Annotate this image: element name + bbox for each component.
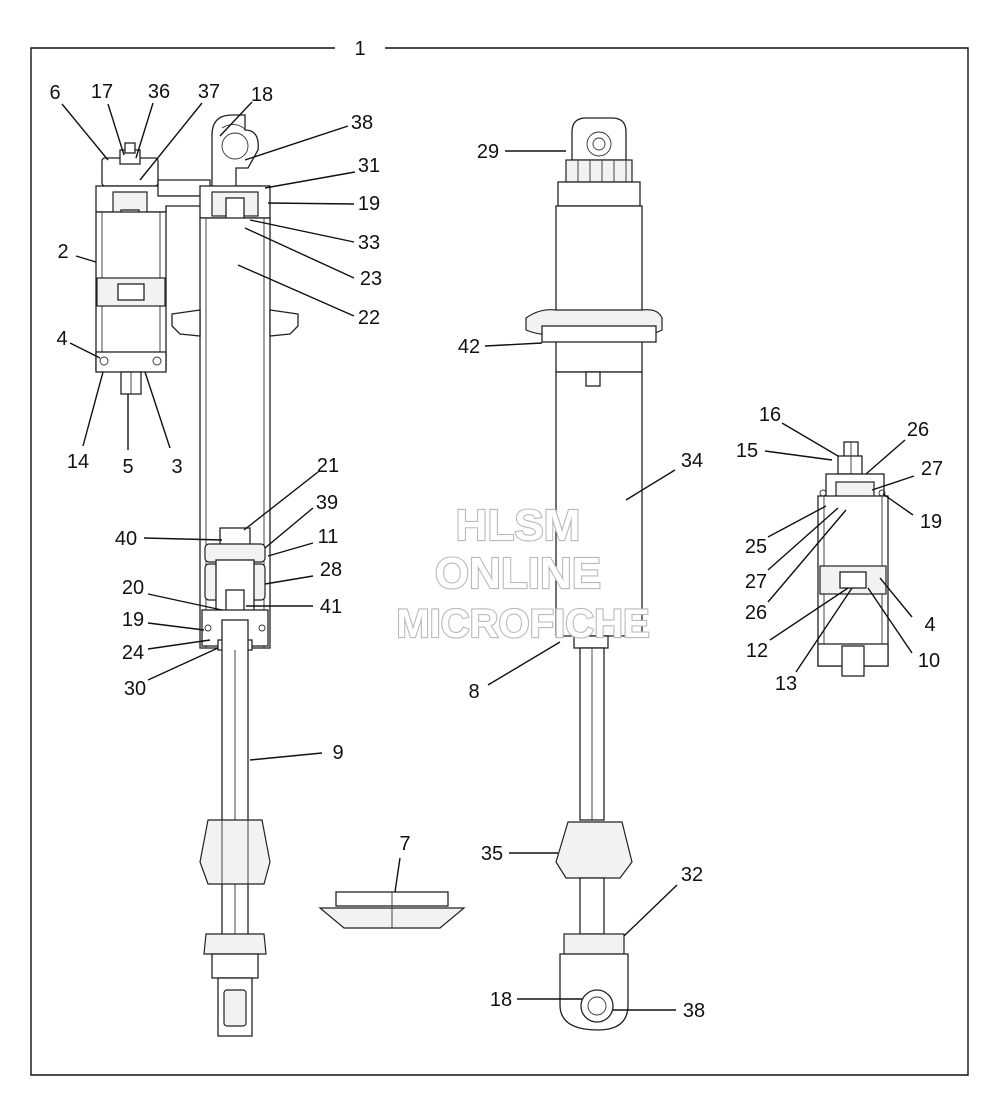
callout-12: 12 <box>746 640 768 662</box>
assembly-number-label: 1 <box>354 38 365 60</box>
callout-38-b: 38 <box>683 1000 705 1022</box>
callout-20: 20 <box>122 577 144 599</box>
callout-24: 24 <box>122 642 144 664</box>
callout-4: 4 <box>56 328 67 350</box>
callout-34: 34 <box>681 450 703 472</box>
callout-19-b: 19 <box>122 609 144 631</box>
callout-26: 26 <box>907 419 929 441</box>
callout-30: 30 <box>124 678 146 700</box>
callout-42: 42 <box>458 336 480 358</box>
callout-25: 25 <box>745 536 767 558</box>
callout-36: 36 <box>148 81 170 103</box>
callout-6: 6 <box>49 82 60 104</box>
callout-3: 3 <box>171 456 182 478</box>
callout-7: 7 <box>399 833 410 855</box>
callout-15: 15 <box>736 440 758 462</box>
callout-11: 11 <box>318 526 339 548</box>
watermark-line-2: ONLINE <box>435 549 601 598</box>
callout-35: 35 <box>481 843 503 865</box>
callout-17: 17 <box>91 81 113 103</box>
callout-21: 21 <box>317 455 339 477</box>
callout-labels: 6 17 36 37 18 38 31 19 33 23 22 2 4 14 5… <box>49 81 943 1022</box>
callout-19: 19 <box>358 193 380 215</box>
leader-lines <box>61 101 915 1011</box>
callout-19-c: 19 <box>920 511 942 533</box>
callout-9: 9 <box>332 742 343 764</box>
callout-31: 31 <box>358 155 380 177</box>
callout-5: 5 <box>122 456 133 478</box>
callout-10: 10 <box>918 650 940 672</box>
callout-39: 39 <box>316 492 338 514</box>
callout-28: 28 <box>320 559 342 581</box>
callout-18: 18 <box>251 84 273 106</box>
callout-23: 23 <box>360 268 382 290</box>
callout-38: 38 <box>351 112 373 134</box>
watermark: HLSM ONLINE MICROFICHE <box>395 500 651 647</box>
callout-4-b: 4 <box>924 614 935 636</box>
callout-8: 8 <box>468 681 479 703</box>
callout-18-b: 18 <box>490 989 512 1011</box>
callout-13: 13 <box>775 673 797 695</box>
callout-41: 41 <box>320 596 342 618</box>
callout-33: 33 <box>358 232 380 254</box>
reservoir-detail-drawing <box>817 441 889 677</box>
spring-seat-part-7 <box>318 891 466 929</box>
sectioned-shock-drawing <box>95 114 299 1037</box>
callout-29: 29 <box>477 141 499 163</box>
callout-37: 37 <box>198 81 220 103</box>
assembly-frame: 1 <box>30 38 969 1076</box>
callout-22: 22 <box>358 307 380 329</box>
callout-27: 27 <box>921 458 943 480</box>
callout-26-b: 26 <box>745 602 767 624</box>
callout-2: 2 <box>57 241 68 263</box>
watermark-line-3: MICROFICHE <box>396 602 649 646</box>
callout-14: 14 <box>67 451 89 473</box>
watermark-line-1: HLSM <box>456 501 581 550</box>
callout-27-b: 27 <box>745 571 767 593</box>
callout-32: 32 <box>681 864 703 886</box>
callout-16: 16 <box>759 404 781 426</box>
callout-40: 40 <box>115 528 137 550</box>
